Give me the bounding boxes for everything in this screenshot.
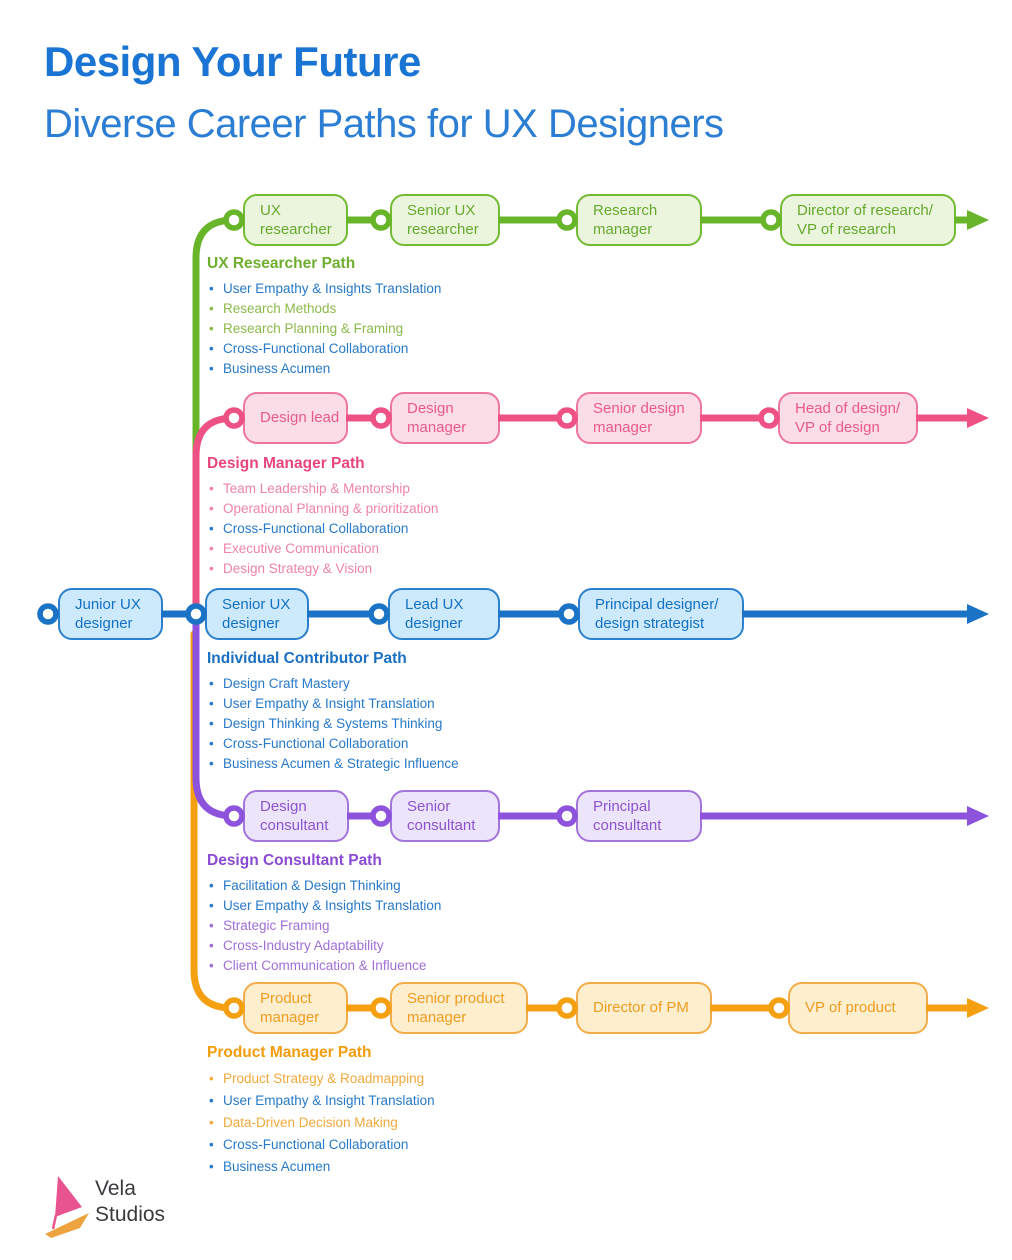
skill-item: Team Leadership & Mentorship xyxy=(207,479,677,499)
skill-item: User Empathy & Insights Translation xyxy=(207,896,677,916)
path-title: Design Consultant Path xyxy=(207,852,382,869)
node-label: Head of design/ VP of design xyxy=(795,399,901,437)
skill-item: Cross-Functional Collaboration xyxy=(207,519,677,539)
logo-text: Vela Studios xyxy=(95,1176,165,1228)
path-title: UX Researcher Path xyxy=(207,255,356,272)
career-node-vp-of-product: VP of product xyxy=(788,982,928,1034)
node-label: Senior UX designer xyxy=(222,595,291,633)
path-section-design-consultant: Design Consultant Path Facilitation & De… xyxy=(207,852,677,976)
skill-item: Cross-Functional Collaboration xyxy=(207,734,677,754)
path-section-individual-contributor: Individual Contributor Path Design Craft… xyxy=(207,650,677,774)
node-label: Senior UX researcher xyxy=(407,201,479,239)
career-node-director-of-pm: Director of PM xyxy=(576,982,712,1034)
skill-item: Research Planning & Framing xyxy=(207,319,677,339)
skill-item: Design Craft Mastery xyxy=(207,674,677,694)
purple-arrow-icon xyxy=(967,806,989,826)
career-node-junior-ux-designer: Junior UX designer xyxy=(58,588,163,640)
node-label: Junior UX designer xyxy=(75,595,141,633)
green-arrow-icon xyxy=(967,210,989,230)
career-node-principal-consultant: Principal consultant xyxy=(576,790,702,842)
node-label: Lead UX designer xyxy=(405,595,464,633)
vela-studios-logo: Vela Studios xyxy=(40,1168,300,1248)
skill-item: Facilitation & Design Thinking xyxy=(207,876,677,896)
skill-item: Business Acumen xyxy=(207,359,677,379)
skill-list: Product Strategy & Roadmapping User Empa… xyxy=(207,1068,677,1178)
skill-item: Operational Planning & prioritization xyxy=(207,499,677,519)
node-label: Design manager xyxy=(407,399,467,437)
skill-item: Strategic Framing xyxy=(207,916,677,936)
skill-item: Research Methods xyxy=(207,299,677,319)
node-label: Research manager xyxy=(593,201,658,239)
skill-item: User Empathy & Insights Translation xyxy=(207,279,677,299)
path-section-ux-researcher: UX Researcher Path User Empathy & Insigh… xyxy=(207,255,677,379)
career-node-design-consultant: Design consultant xyxy=(243,790,349,842)
node-label: Director of research/ VP of research xyxy=(797,201,933,239)
career-node-director-of-research: Director of research/ VP of research xyxy=(780,194,956,246)
skill-item: User Empathy & Insight Translation xyxy=(207,1090,677,1112)
career-node-lead-ux-designer: Lead UX designer xyxy=(388,588,500,640)
career-node-head-of-design: Head of design/ VP of design xyxy=(778,392,918,444)
career-node-senior-consultant: Senior consultant xyxy=(390,790,500,842)
career-node-principal-designer: Principal designer/ design strategist xyxy=(578,588,744,640)
page-subtitle: Diverse Career Paths for UX Designers xyxy=(44,102,724,146)
skill-item: Business Acumen & Strategic Influence xyxy=(207,754,677,774)
skill-item: Cross-Functional Collaboration xyxy=(207,339,677,359)
career-node-senior-ux-researcher: Senior UX researcher xyxy=(390,194,500,246)
orange-arrow-icon xyxy=(967,998,989,1018)
path-section-product-manager: Product Manager Path Product Strategy & … xyxy=(207,1044,677,1178)
node-label: VP of product xyxy=(805,999,896,1017)
path-title: Product Manager Path xyxy=(207,1044,372,1061)
sailboat-icon xyxy=(45,1176,89,1238)
skill-list: Team Leadership & Mentorship Operational… xyxy=(207,479,677,579)
career-node-senior-ux-designer: Senior UX designer xyxy=(205,588,309,640)
pink-arrow-icon xyxy=(967,408,989,428)
career-node-design-lead: Design lead xyxy=(243,392,348,444)
skill-item: Cross-Functional Collaboration xyxy=(207,1134,677,1156)
skill-item: Client Communication & Influence xyxy=(207,956,677,976)
node-label: Design consultant xyxy=(260,797,329,835)
node-label: Senior consultant xyxy=(407,797,476,835)
blue-arrow-icon xyxy=(967,604,989,624)
career-node-design-manager: Design manager xyxy=(390,392,500,444)
skill-item: Business Acumen xyxy=(207,1156,677,1178)
career-node-senior-design-manager: Senior design manager xyxy=(576,392,702,444)
skill-item: Design Thinking & Systems Thinking xyxy=(207,714,677,734)
junction-circle xyxy=(185,603,207,625)
career-node-senior-product-manager: Senior product manager xyxy=(390,982,528,1034)
career-node-product-manager: Product manager xyxy=(243,982,348,1034)
path-title: Individual Contributor Path xyxy=(207,650,407,667)
skill-list: User Empathy & Insights Translation Rese… xyxy=(207,279,677,379)
skill-item: User Empathy & Insight Translation xyxy=(207,694,677,714)
node-label: Director of PM xyxy=(593,999,689,1017)
skill-item: Executive Communication xyxy=(207,539,677,559)
path-section-design-manager: Design Manager Path Team Leadership & Me… xyxy=(207,455,677,579)
skill-list: Design Craft Mastery User Empathy & Insi… xyxy=(207,674,677,774)
skill-item: Design Strategy & Vision xyxy=(207,559,677,579)
skill-list: Facilitation & Design Thinking User Empa… xyxy=(207,876,677,976)
logo-line1: Vela xyxy=(95,1177,136,1200)
node-label: Senior design manager xyxy=(593,399,685,437)
path-title: Design Manager Path xyxy=(207,455,365,472)
logo-line2: Studios xyxy=(95,1203,166,1226)
node-label: Design lead xyxy=(260,409,340,427)
node-label: Senior product manager xyxy=(407,989,505,1027)
career-node-ux-researcher: UX researcher xyxy=(243,194,348,246)
node-label: Product manager xyxy=(260,989,320,1027)
node-label: Principal consultant xyxy=(593,797,662,835)
skill-item: Product Strategy & Roadmapping xyxy=(207,1068,677,1090)
node-label: Principal designer/ design strategist xyxy=(595,595,719,633)
career-node-research-manager: Research manager xyxy=(576,194,702,246)
page-title: Design Your Future xyxy=(44,38,421,85)
node-label: UX researcher xyxy=(260,201,332,239)
skill-item: Cross-Industry Adaptability xyxy=(207,936,677,956)
skill-item: Data-Driven Decision Making xyxy=(207,1112,677,1134)
